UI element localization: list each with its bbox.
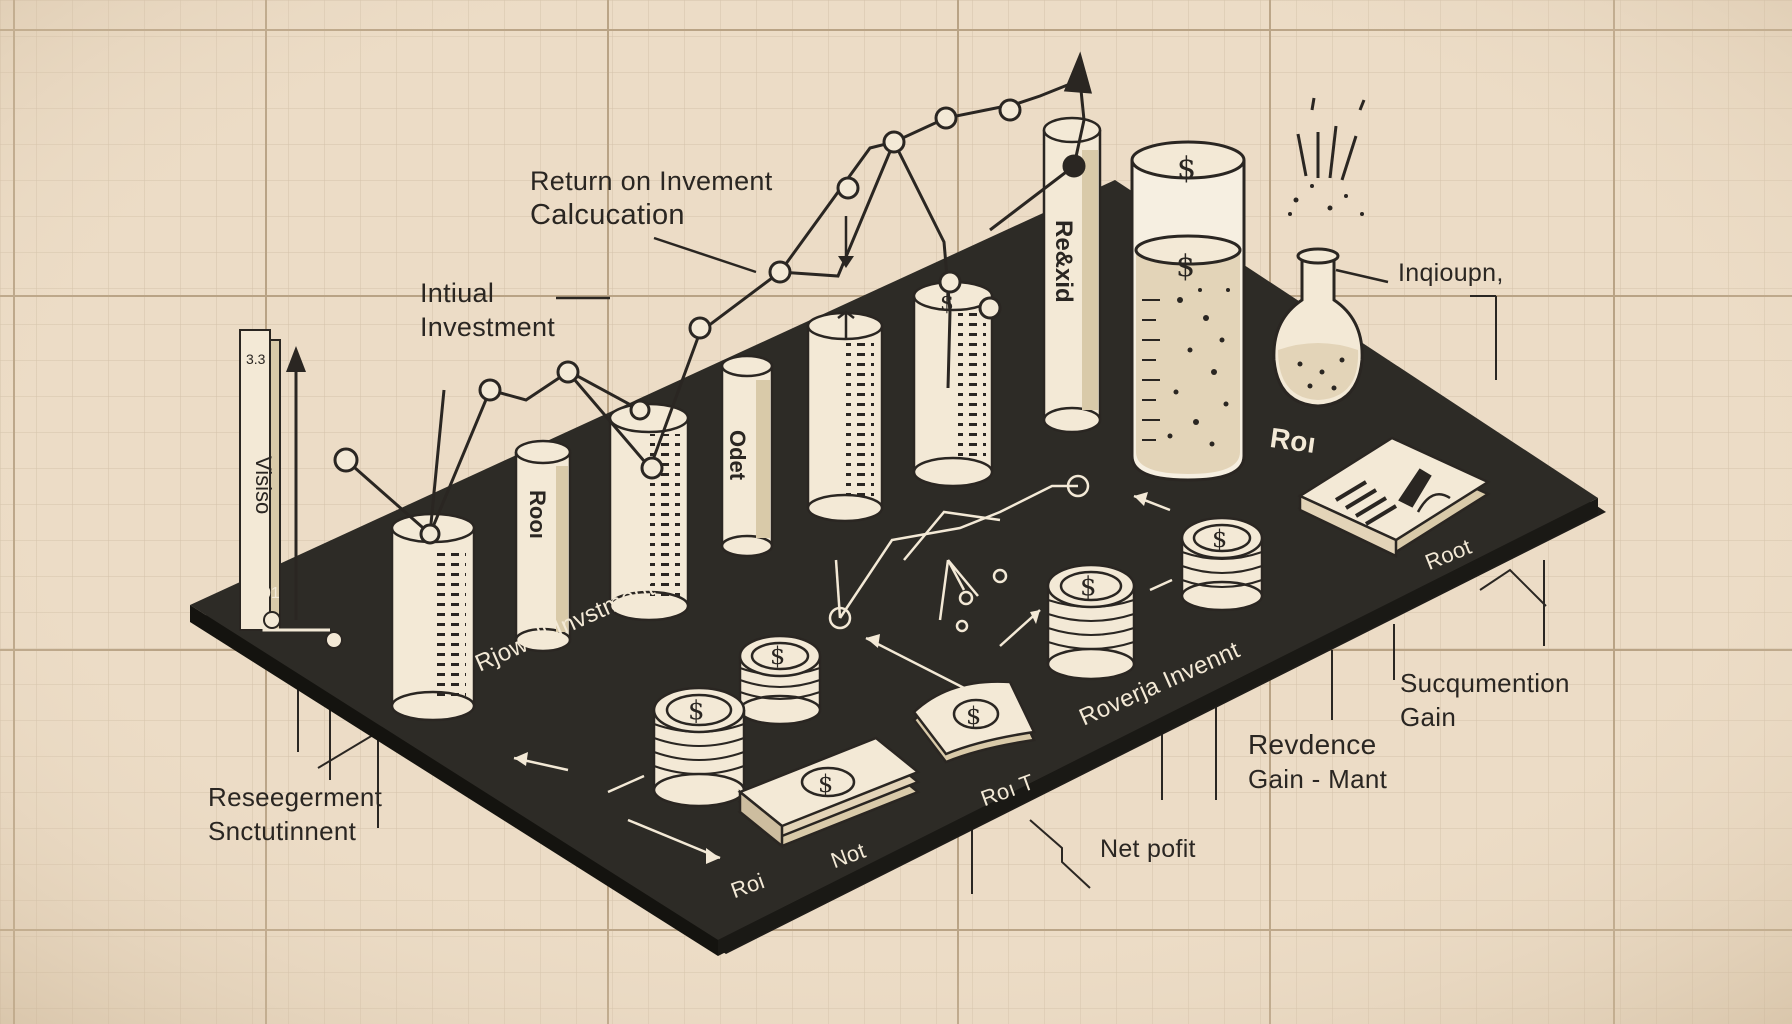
axis-tick-bottom: 01 [262, 585, 280, 602]
cash-stacks: $ $ [737, 680, 1036, 849]
cylinder-5: $ [912, 280, 994, 488]
cylinders: Re&xid $ [390, 116, 1102, 722]
coin-stacks: $ $ [652, 516, 1264, 808]
dollar-sign-icon: $ [770, 642, 785, 670]
cash-stack-middle: $ [912, 680, 1036, 764]
sucqumention-gain-label: Sucqumention Gain [1400, 666, 1570, 734]
dollar-sign-icon: $ [688, 696, 705, 726]
annotation-lines [556, 216, 1389, 300]
trend-line [345, 51, 1093, 536]
measuring-tube: $ $ [1130, 140, 1246, 482]
coin-stack-d: $ [1180, 516, 1264, 612]
title-line-2: Calcucation [530, 199, 685, 231]
flask-icon [1272, 97, 1366, 408]
revdence-gain-label: Revdence Gain - Mant [1248, 728, 1387, 796]
axis-tick-top: 3.3 [246, 351, 266, 367]
dollar-sign-icon: $ [818, 770, 833, 798]
dollar-sign-icon: $ [1176, 249, 1195, 284]
revdence-line-1: Revdence [1248, 729, 1377, 760]
axis-vertical-label: Visiso [251, 456, 276, 514]
initial-line-2: Investment [420, 312, 556, 342]
coin-stack-a: $ [738, 634, 822, 726]
cylinder-3 [608, 402, 690, 622]
cylinder-label-rooi: Rooı [525, 490, 550, 539]
coin-stack-c: $ [1046, 563, 1136, 681]
cylinder-odet: Odet [720, 354, 774, 558]
sucqumention-line-1: Sucqumention [1400, 668, 1570, 698]
dollar-sign-icon: $ [940, 291, 954, 316]
revdence-line-2: Gain - Mant [1248, 764, 1388, 794]
cylinder-tall-1: Re&xid [1042, 116, 1102, 434]
initial-line-1: Intiual [420, 278, 495, 308]
reseegerment-line-2: Snctutinnent [208, 816, 357, 846]
roi-label-right: Roı [1268, 421, 1319, 460]
net-profit-label: Net pofit [1100, 835, 1196, 863]
cylinder-4 [806, 310, 884, 523]
sucqumention-line-2: Gain [1400, 702, 1457, 732]
ledger-book [1297, 436, 1491, 558]
cylinder-1 [390, 512, 476, 722]
vertical-axis: Visiso 3.3 01 [239, 329, 343, 649]
trend-points [333, 98, 1086, 545]
dollar-sign-icon: $ [1177, 151, 1196, 186]
board-flow-lines [513, 474, 1173, 860]
dollar-sign-icon: $ [966, 702, 981, 730]
dollar-sign-icon: $ [1080, 572, 1097, 602]
inqioupn-label: Inqioupn, [1398, 259, 1504, 287]
cylinder-label-odet: Odet [725, 430, 750, 481]
title-label: Return on Invement Calcucation [530, 164, 773, 232]
cylinder-label-rexid: Re&xid [1050, 220, 1077, 303]
reseegerment-line-1: Reseegerment [208, 782, 383, 812]
coin-stack-b: $ [652, 686, 746, 808]
cash-stack-front: $ [737, 736, 921, 849]
dollar-sign-icon: $ [1212, 525, 1227, 553]
initial-investment-label: Intiual Investment [420, 276, 555, 344]
board [190, 180, 1598, 940]
title-line-1: Return on Invement [530, 166, 773, 196]
reseegerment-label: Reseegerment Snctutinnent [208, 780, 382, 848]
cylinder-rooi: Rooı [514, 439, 572, 653]
board-flow-arrows [514, 492, 1148, 864]
